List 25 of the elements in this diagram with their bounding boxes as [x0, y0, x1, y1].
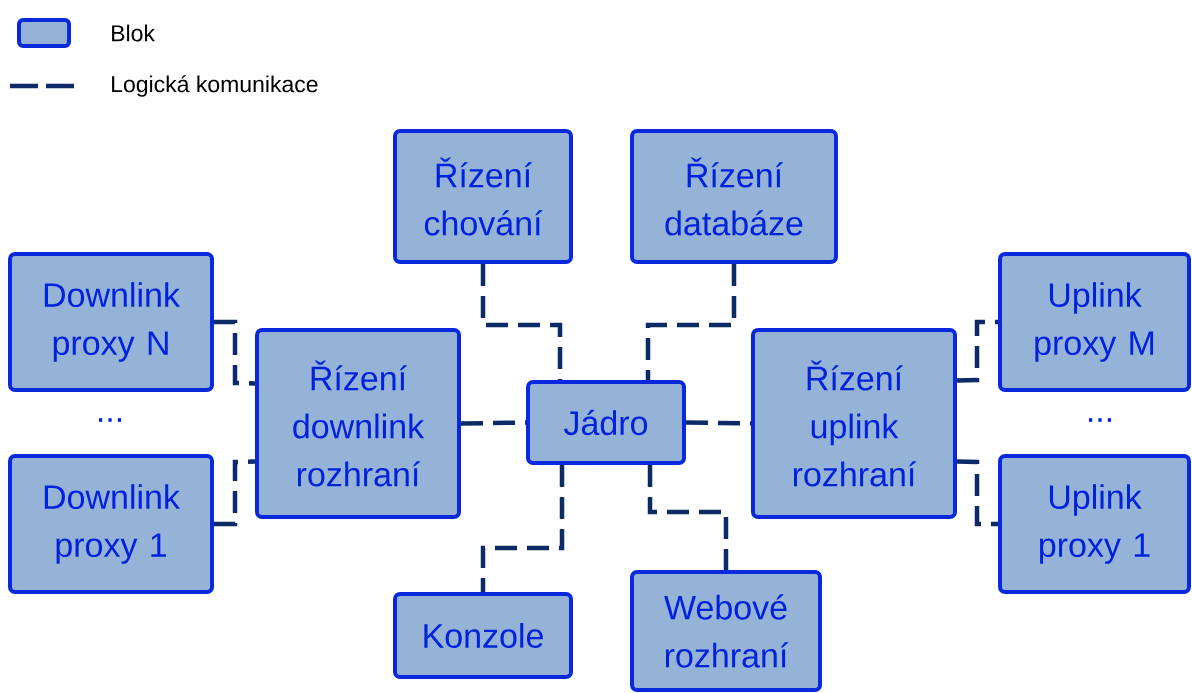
- connector: [460, 420, 527, 426]
- process-box: Řízení uplink rozhraní: [751, 328, 957, 519]
- connector: [480, 264, 563, 380]
- process-box: Konzole: [393, 592, 573, 679]
- process-box: Webové rozhraní: [630, 570, 822, 692]
- process-box: Downlink proxy 1: [8, 454, 214, 594]
- process-box: Řízení databáze: [630, 129, 838, 264]
- ellipsis-label: ...: [98, 418, 122, 422]
- connector: [647, 465, 729, 570]
- connector: [214, 319, 256, 386]
- process-box: Downlink proxy N: [8, 252, 214, 392]
- ellipsis-label: ...: [1088, 418, 1112, 422]
- connector: [480, 465, 565, 592]
- connector: [956, 459, 998, 527]
- connector: [214, 459, 256, 527]
- process-box: Uplink proxy M: [998, 252, 1191, 392]
- process-box: Řízení downlink rozhraní: [255, 328, 461, 519]
- process-box: Jádro: [526, 380, 686, 465]
- process-box: Uplink proxy 1: [998, 454, 1191, 594]
- connector: [956, 319, 998, 383]
- legend-label: Blok: [112, 24, 155, 42]
- connector: [685, 420, 752, 426]
- legend-label: Logická komunikace: [112, 75, 318, 97]
- process-box: Řízení chování: [393, 129, 573, 264]
- connector: [645, 264, 737, 380]
